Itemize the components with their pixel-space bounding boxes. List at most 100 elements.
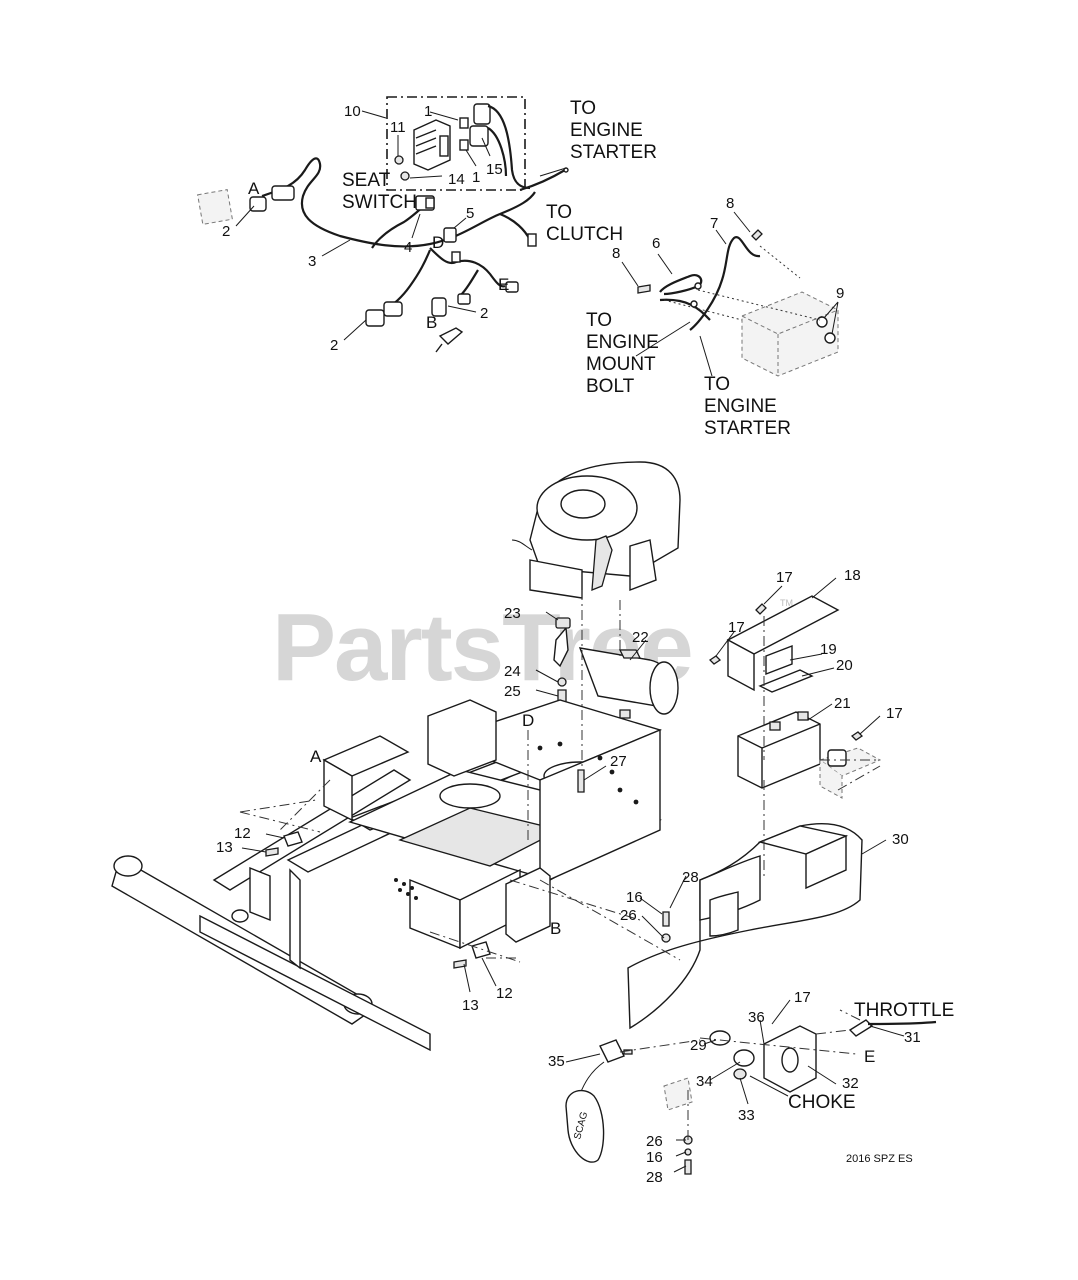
callout-26: 26 (646, 1133, 663, 1150)
callout-15: 15 (486, 161, 503, 178)
callout-13: 13 (462, 997, 479, 1014)
bolt-8-right (751, 229, 763, 241)
callout-13: 13 (216, 839, 233, 856)
note-to-engine-starter-top: TO ENGINE STARTER (570, 98, 657, 163)
chassis-frame (111, 699, 663, 1052)
clip-12-lower (453, 941, 491, 969)
callout-16: 16 (626, 889, 643, 906)
callout-9: 9 (836, 285, 844, 302)
note-choke: CHOKE (788, 1092, 856, 1113)
svg-text:STARTER: STARTER (704, 418, 791, 439)
callout-28: 28 (646, 1169, 663, 1186)
callout-32: 32 (842, 1075, 859, 1092)
callout-1: 1 (472, 169, 480, 186)
callout-1: 1 (424, 103, 432, 120)
connector-a (197, 185, 295, 225)
bracket-19 (765, 644, 793, 676)
starter-lead (519, 169, 566, 192)
letter-d-frame: D (522, 711, 534, 730)
connector-b (431, 297, 464, 353)
callout-19: 19 (820, 641, 837, 658)
callout-28: 28 (682, 869, 699, 886)
callout-17: 17 (728, 619, 745, 636)
svg-text:ENGINE: ENGINE (586, 332, 659, 353)
callout-22: 22 (632, 629, 649, 646)
svg-text:BOLT: BOLT (586, 376, 635, 397)
screw-11 (394, 155, 404, 165)
main-harness (261, 157, 536, 248)
choke-knob (733, 1049, 755, 1080)
pad-20 (758, 669, 814, 693)
svg-text:SEAT: SEAT (342, 170, 391, 191)
relay-kit-box (386, 96, 526, 191)
letter-e-top: E (498, 275, 509, 294)
callout-7: 7 (710, 215, 718, 232)
callout-26: 26 (620, 907, 637, 924)
letter-e-lower: E (864, 1047, 875, 1066)
relay-connectors (459, 103, 491, 151)
bolt-8-left (637, 284, 651, 294)
lower-hardware (661, 911, 693, 1175)
gasket-23 (555, 617, 571, 629)
solenoid-ghost (818, 731, 882, 799)
callout-34: 34 (696, 1073, 713, 1090)
clip-12-upper (265, 831, 303, 857)
letter-d-top: D (432, 233, 444, 252)
svg-text:TO: TO (586, 310, 612, 331)
reference-letters: A A B B D D E E (248, 179, 875, 1066)
relay-module (413, 119, 451, 171)
battery-ghost (741, 291, 839, 377)
callout-2: 2 (480, 305, 488, 322)
nut-9a (816, 316, 828, 328)
callout-25: 25 (504, 683, 521, 700)
callout-14: 14 (448, 171, 465, 188)
svg-text:TO: TO (704, 374, 730, 395)
svg-text:SWITCH: SWITCH (342, 192, 417, 213)
note-to-engine-starter-bottom: TO ENGINE STARTER (704, 374, 791, 439)
letter-b-top: B (426, 313, 437, 332)
key-fob (565, 1089, 605, 1163)
grommet-29 (709, 1030, 731, 1046)
callout-16: 16 (646, 1149, 663, 1166)
centerlines (239, 590, 881, 1140)
callout-17: 17 (794, 989, 811, 1006)
text-notes: TO ENGINE STARTER SEAT SWITCH TO CLUTCH … (342, 98, 954, 1165)
callout-2: 2 (330, 337, 338, 354)
callout-17: 17 (886, 705, 903, 722)
wiring-harness-assembly (197, 96, 569, 353)
connector-2-lower (365, 301, 403, 327)
svg-text:ENGINE: ENGINE (570, 120, 643, 141)
callout-12: 12 (234, 825, 251, 842)
callout-3: 3 (308, 253, 316, 270)
console-cover (627, 823, 863, 1030)
nut-9b (824, 332, 836, 344)
svg-text:ENGINE: ENGINE (704, 396, 777, 417)
footer-code: 2016 SPZ ES (846, 1153, 913, 1165)
svg-text:TO: TO (546, 202, 572, 223)
callout-5: 5 (466, 205, 474, 222)
cable-6 (659, 274, 703, 296)
callout-11: 11 (390, 119, 406, 136)
callout-6: 6 (652, 235, 660, 252)
callout-18: 18 (844, 567, 861, 584)
callout-12: 12 (496, 985, 513, 1002)
callout-numbers: 10 1 11 14 1 15 2 3 4 5 2 2 6 7 8 8 9 23… (216, 103, 921, 1186)
leader-lines (235, 110, 905, 1173)
callout-4: 4 (404, 239, 412, 256)
clutch-connector (527, 233, 537, 247)
nut-14 (400, 171, 410, 181)
letter-a-top: A (248, 179, 260, 198)
callout-8: 8 (726, 195, 734, 212)
washer-24 (557, 677, 567, 687)
battery (737, 711, 821, 789)
callout-33: 33 (738, 1107, 755, 1124)
engine (511, 461, 681, 599)
bolt-27 (577, 769, 585, 793)
dipstick-tube (591, 535, 613, 591)
callout-31: 31 (904, 1029, 921, 1046)
letter-b-frame: B (550, 919, 561, 938)
connector-5 (443, 227, 457, 243)
bracket-ghost-lower (663, 1077, 693, 1111)
muffler-assembly (553, 617, 679, 719)
